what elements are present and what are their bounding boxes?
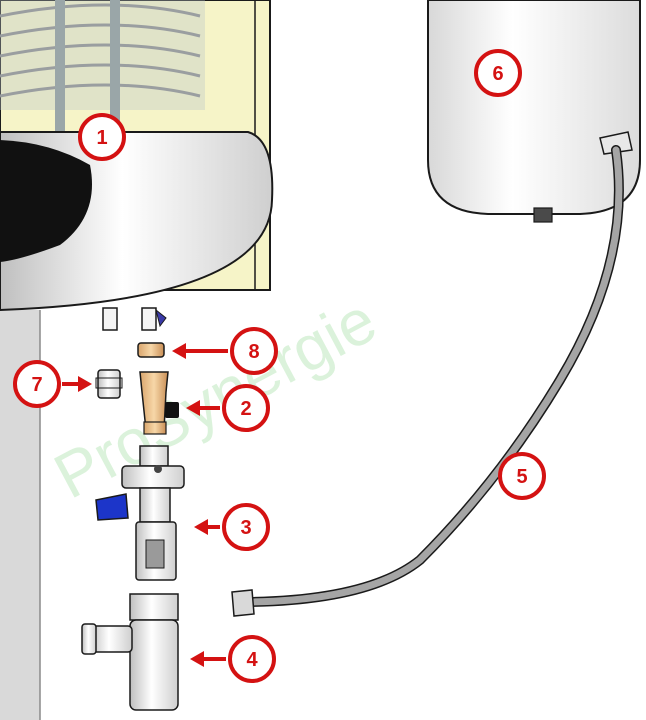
arrow-3-head: [194, 519, 208, 535]
arrow-2-head: [186, 400, 200, 416]
expansion-tank-part: [427, 0, 641, 223]
callout-3-number: 3: [240, 517, 251, 539]
heating-coil: [0, 0, 205, 140]
callout-6: 6: [474, 49, 522, 97]
callout-3: 3: [222, 503, 270, 551]
callout-1: 1: [78, 113, 126, 161]
callout-2-number: 2: [240, 398, 251, 420]
arrow-4-head: [190, 651, 204, 667]
arrow-7-head: [78, 376, 92, 392]
safety-group-part: [95, 445, 185, 581]
brass-nipple-part: [137, 342, 165, 358]
brass-valve-part: [139, 371, 179, 435]
callout-5: 5: [498, 452, 546, 500]
callout-1-number: 1: [96, 127, 107, 149]
callout-7: 7: [13, 360, 61, 408]
callout-7-number: 7: [31, 374, 42, 396]
siphon-part: [81, 593, 179, 711]
callout-8: 8: [230, 327, 278, 375]
callout-arrows: [62, 343, 228, 667]
water-heater: [0, 0, 274, 331]
callout-2: 2: [222, 384, 270, 432]
arrow-8-head: [172, 343, 186, 359]
callout-4: 4: [228, 635, 276, 683]
callout-6-number: 6: [492, 63, 503, 85]
callout-8-number: 8: [248, 341, 259, 363]
callout-4-number: 4: [246, 649, 258, 671]
watermark: ProSynergie: [43, 283, 388, 512]
dielectric-union-part: [95, 369, 123, 399]
callout-5-number: 5: [516, 466, 527, 488]
